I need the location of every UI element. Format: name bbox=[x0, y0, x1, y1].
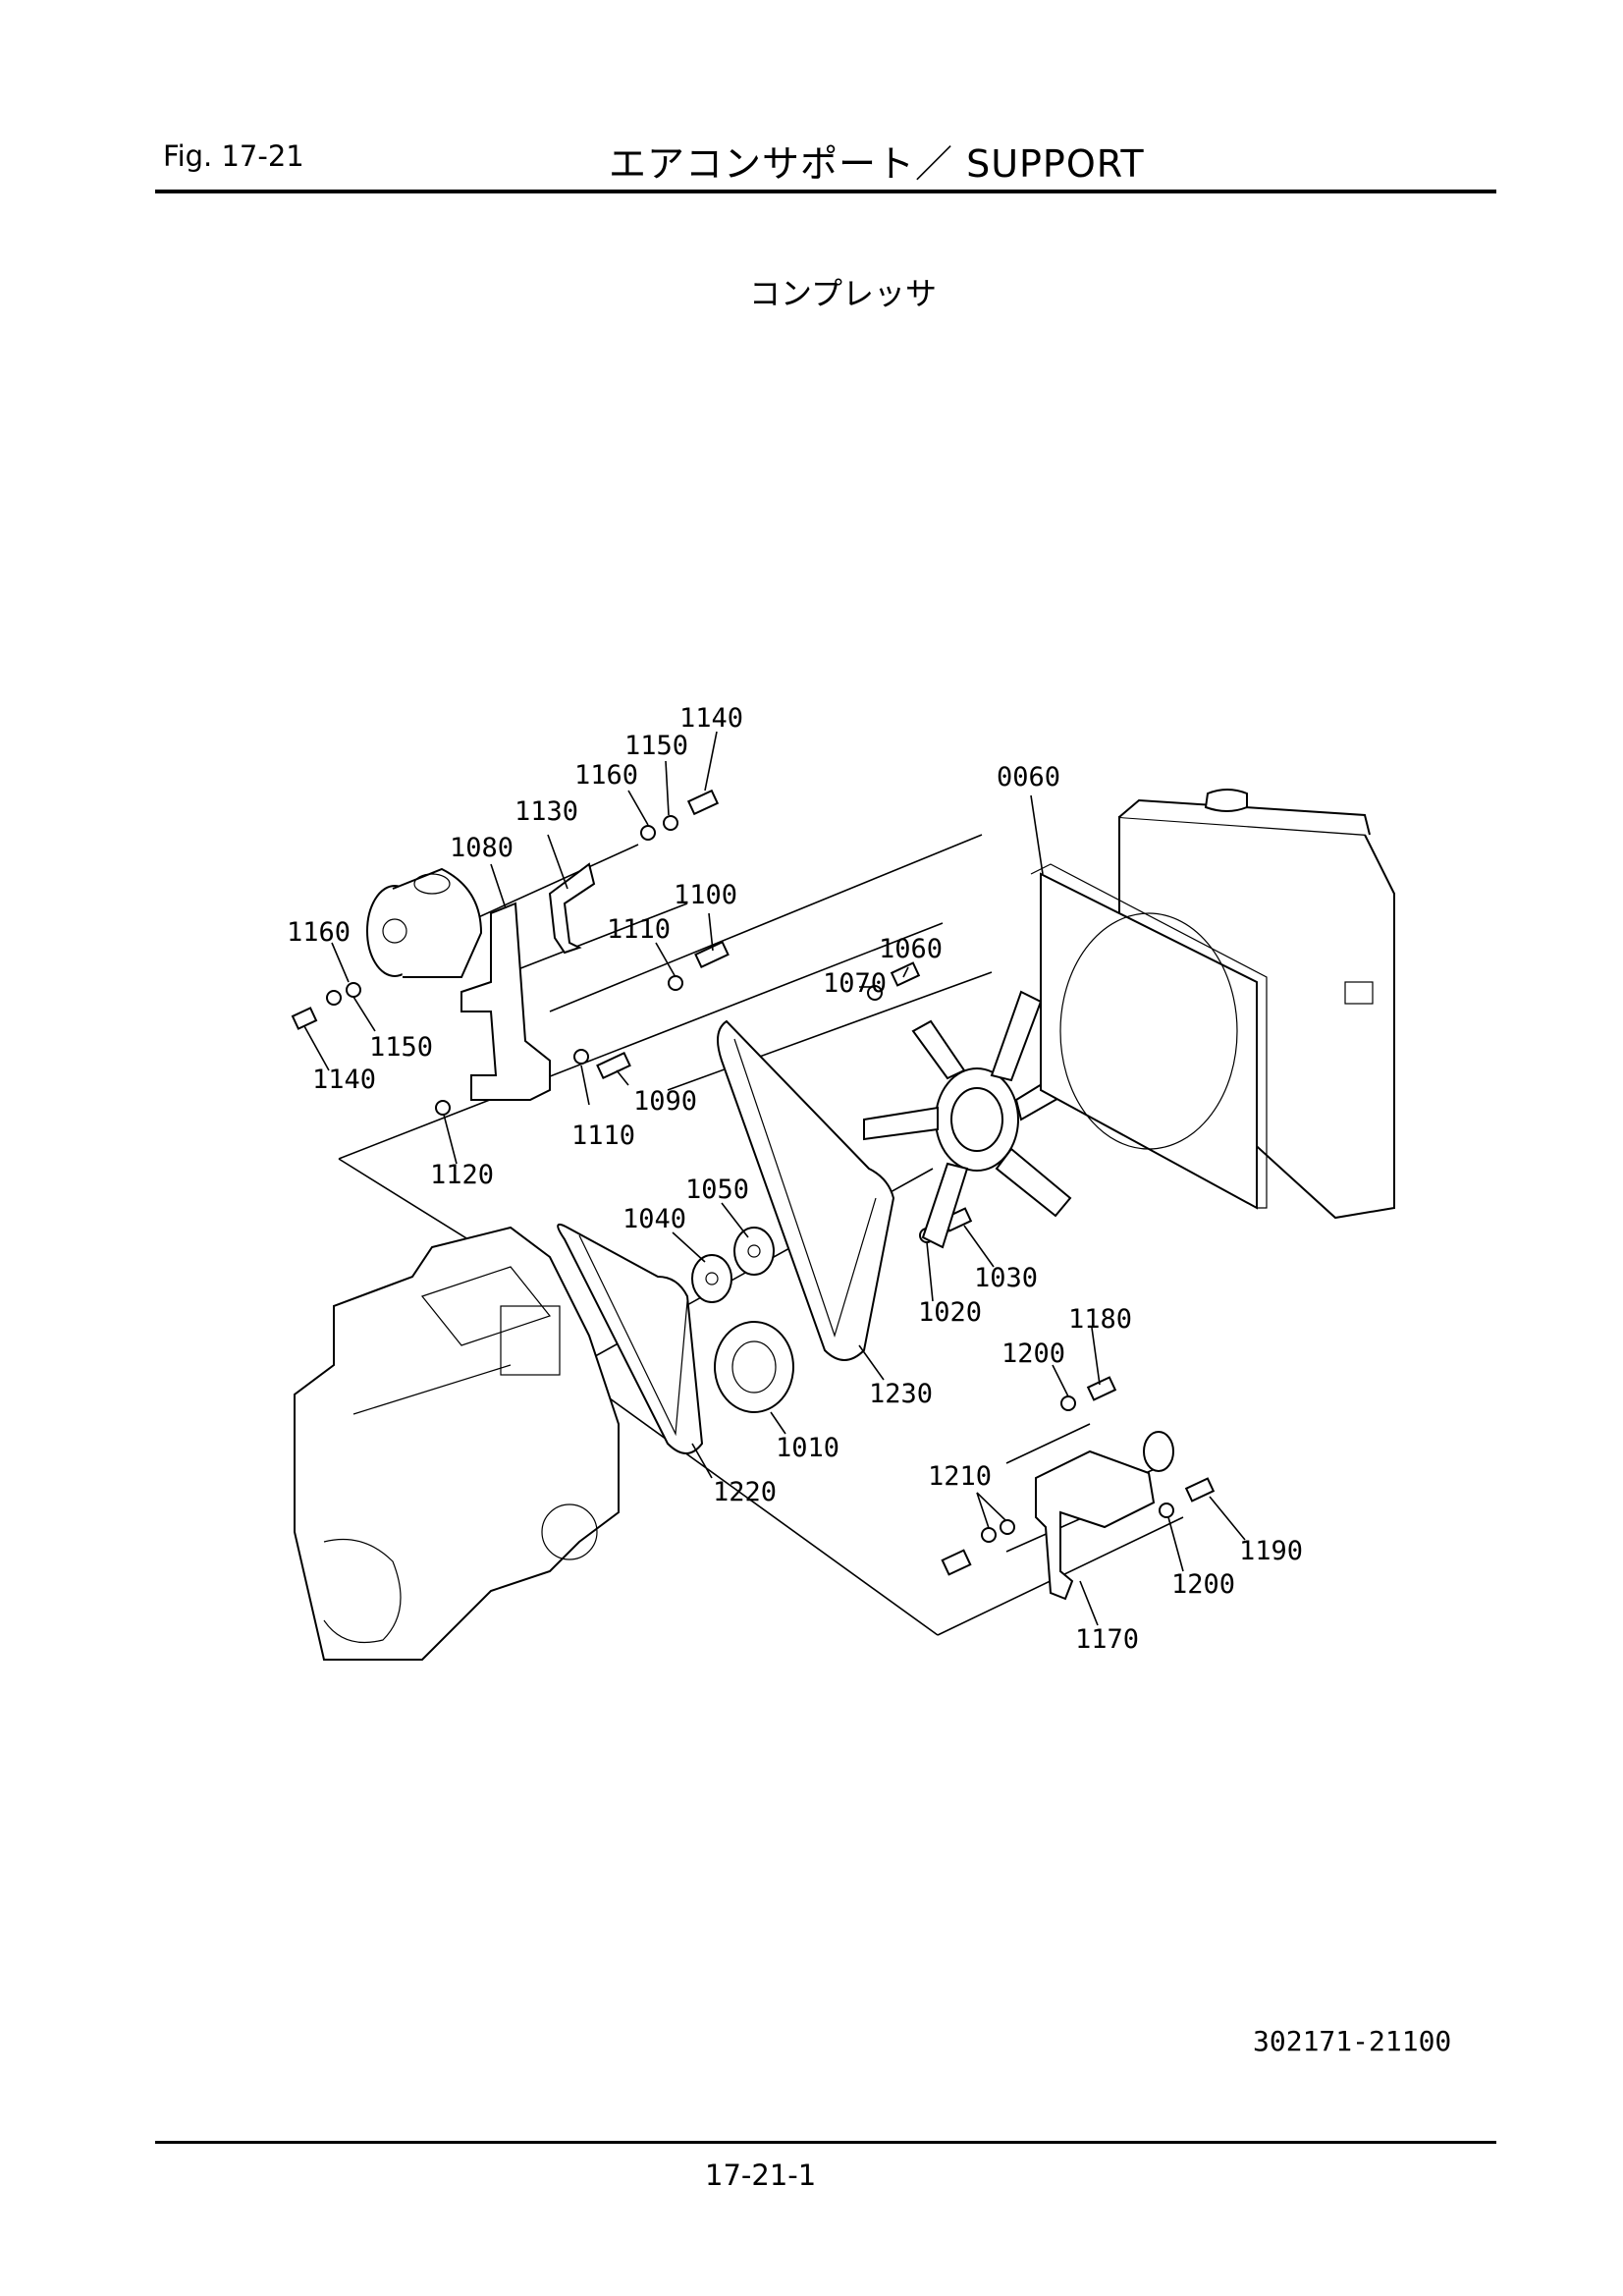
callout-1020: 1020 bbox=[918, 1297, 982, 1328]
footer-rule bbox=[155, 2141, 1496, 2144]
callout-1180: 1180 bbox=[1068, 1304, 1132, 1335]
fasteners bbox=[291, 789, 1216, 1576]
callout-1030: 1030 bbox=[974, 1263, 1038, 1293]
callout-1130: 1130 bbox=[514, 796, 578, 827]
callout-1080: 1080 bbox=[450, 833, 514, 863]
callout-1040: 1040 bbox=[622, 1204, 686, 1234]
figure-number: Fig. 17-21 bbox=[163, 139, 304, 173]
compressor-bracket bbox=[460, 862, 596, 1101]
callout-1110-top: 1110 bbox=[607, 914, 671, 945]
callout-1010: 1010 bbox=[776, 1433, 839, 1463]
engine-block bbox=[294, 1226, 620, 1661]
callout-1140-top: 1140 bbox=[679, 703, 743, 734]
callout-1200-top: 1200 bbox=[1001, 1339, 1065, 1369]
callout-0060: 0060 bbox=[997, 762, 1060, 793]
leader-lines bbox=[303, 731, 1246, 1626]
callout-1160-top: 1160 bbox=[574, 760, 638, 791]
page-title: エアコンサポート／ SUPPORT bbox=[609, 142, 1145, 186]
mount-bracket bbox=[1035, 1431, 1174, 1601]
callout-1200-bottom: 1200 bbox=[1171, 1569, 1235, 1600]
diagram-subtitle: コンプレッサ bbox=[749, 275, 938, 312]
pulleys bbox=[691, 1227, 794, 1413]
radiator-shroud bbox=[1030, 789, 1395, 1220]
callout-1070: 1070 bbox=[823, 968, 887, 999]
callout-1170: 1170 bbox=[1075, 1624, 1139, 1655]
callout-1230: 1230 bbox=[869, 1379, 933, 1409]
header-rule bbox=[155, 190, 1496, 193]
callout-1120: 1120 bbox=[430, 1160, 494, 1190]
page-number: 17-21-1 bbox=[705, 2159, 817, 2192]
callout-1150-top: 1150 bbox=[624, 731, 688, 761]
callout-1100: 1100 bbox=[674, 880, 737, 910]
document-number: 302171-21100 bbox=[1253, 2025, 1452, 2057]
callout-1220: 1220 bbox=[713, 1477, 777, 1507]
callout-1140-left: 1140 bbox=[312, 1065, 376, 1095]
compressor bbox=[366, 867, 483, 978]
callout-1160-left: 1160 bbox=[287, 917, 351, 948]
callout-1190: 1190 bbox=[1239, 1536, 1303, 1566]
callout-1150-left: 1150 bbox=[369, 1032, 433, 1063]
callout-1060: 1060 bbox=[879, 934, 943, 964]
callout-1050: 1050 bbox=[685, 1175, 749, 1205]
callout-1110-bottom: 1110 bbox=[571, 1121, 635, 1151]
callout-1210: 1210 bbox=[928, 1461, 992, 1492]
v-belts bbox=[557, 1019, 895, 1454]
callout-1090: 1090 bbox=[633, 1086, 697, 1117]
callout-labels: 1140 1150 1160 1130 1080 1100 1160 1110 … bbox=[287, 703, 1303, 1655]
